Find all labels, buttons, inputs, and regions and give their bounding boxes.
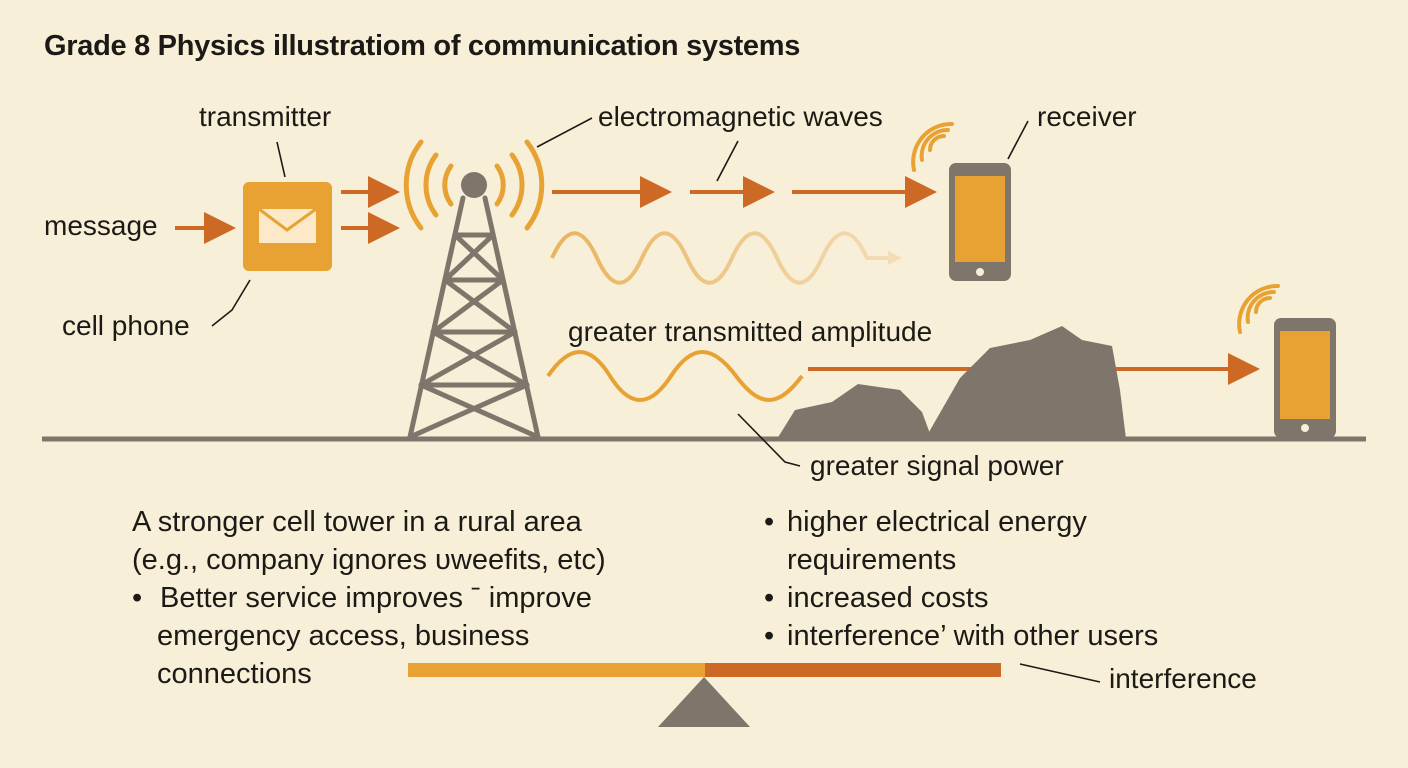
interference-label: interference: [1109, 663, 1257, 694]
cost-bullet2: increased costs: [787, 582, 989, 614]
benefit-bullet-line3: connections: [157, 658, 312, 690]
receiver-signal-icon: [911, 121, 954, 172]
faded-wave-arrowhead: [888, 251, 902, 265]
transmitter-label: transmitter: [199, 101, 332, 132]
greater-amplitude-label: greater transmitted amplitude: [568, 316, 933, 347]
smartphone-icon: [949, 163, 1011, 281]
cost-bullet-marker-2: •: [764, 582, 775, 614]
envelope-icon: [243, 182, 332, 271]
cost-bullet1-line1: higher electrical energy: [787, 506, 1087, 538]
benefit-bullet-line1: Better service improves ˉ improve: [160, 582, 592, 614]
broadcast-waves-icon: [403, 139, 545, 231]
small-hill: [777, 384, 932, 439]
signal-power-pointer: [737, 413, 801, 467]
remote-signal-icon: [1237, 283, 1280, 334]
cell-phone-pointer: [211, 279, 251, 327]
faded-sine-wave: [550, 231, 895, 285]
receiver-label: receiver: [1037, 101, 1137, 132]
cost-bullet-marker-1: •: [764, 506, 775, 538]
cost-bullet1-line2: requirements: [787, 544, 957, 576]
interference-pointer: [1019, 663, 1101, 683]
transmitter-pointer: [276, 141, 286, 178]
greater-power-label: greater signal power: [810, 450, 1064, 481]
smartphone-icon: [1274, 318, 1336, 438]
receiver-pointer: [1007, 120, 1029, 160]
cell-tower-icon: [407, 172, 541, 440]
high-amplitude-wave: [546, 350, 804, 402]
em-waves-label: electromagnetic waves: [598, 101, 883, 132]
message-label: message: [44, 210, 158, 241]
cost-bullet3: interference’ with other users: [787, 620, 1159, 652]
large-hill: [925, 326, 1126, 439]
benefit-bullet-line2: emergency access, business: [157, 620, 530, 652]
em-waves-pointer-left: [536, 117, 593, 148]
benefit-bullet-marker: •: [132, 582, 143, 614]
em-waves-pointer-right: [716, 140, 739, 182]
benefit-intro-line1: A stronger cell tower in a rural area: [132, 506, 582, 538]
cost-bullet-marker-3: •: [764, 620, 775, 652]
page-title: Grade 8 Physics illustratiom of communic…: [44, 30, 801, 62]
benefit-intro-line2: (e.g., company ignores υweefits, etc): [132, 544, 606, 576]
cell-phone-label: cell phone: [62, 310, 190, 341]
seesaw-icon: [408, 663, 1001, 727]
